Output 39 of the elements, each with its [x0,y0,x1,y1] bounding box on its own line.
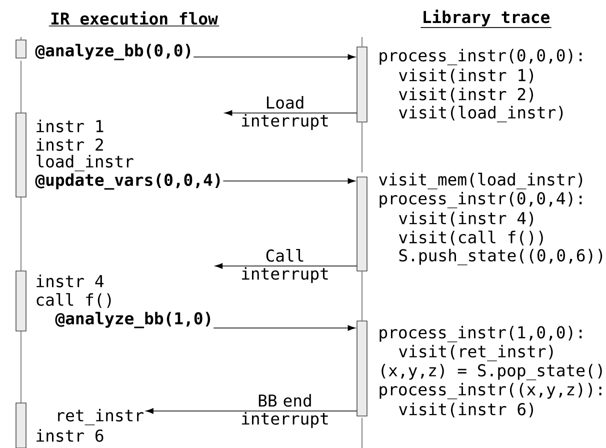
code-line: visit(instr 2) [399,88,533,102]
arrow [222,178,356,184]
code-line: visit(call f()) [399,230,543,246]
code-line: ret_instr [58,408,144,426]
code-line: (x,y,z) = S.pop_state() [382,364,602,380]
lifeline [20,60,22,114]
code-line: @analyze_bb(0,0) [35,44,190,60]
code-line: process_instr((x,y,z)): [380,382,602,400]
code-line: S.push_state((0,0,6)) [399,248,602,266]
edge-label: Load interrupt [242,96,328,130]
code-line: process_instr(0,0,0): [380,48,582,66]
code-line: process_instr(1,0,0): [380,326,582,342]
column-title: IR execution flow [48,11,220,26]
code-line: visit(instr 1) [399,68,533,84]
code-line: @update_vars(0,0,4) [35,173,220,190]
code-line: visit(load_instr) [399,106,563,122]
code-line: visit_mem(load_instr) [379,172,582,190]
arrow [213,325,356,331]
lifeline [20,330,22,404]
edge-label: BB end interrupt [242,394,328,428]
lifeline [20,36,22,40]
code-line: @analyze_bb(1,0) [55,312,210,328]
code-line: visit(ret_instr) [399,344,553,362]
code-line: visit(instr 6) [399,402,533,418]
arrow [146,408,358,414]
arrow [224,110,358,116]
arrow [215,263,358,269]
column-title: Library trace [420,10,552,28]
code-line: visit(instr 4) [399,212,533,226]
code-line: instr 2 [36,138,103,151]
code-line: instr 4 [36,274,104,288]
edge-label: Call interrupt [242,249,328,283]
lifeline [20,196,22,272]
code-line: call f() [36,293,111,308]
code-line: instr 6 [36,429,104,442]
arrow [193,54,356,60]
code-line: process_instr(0,0,4): [380,192,582,208]
code-line: load_instr [36,154,134,172]
code-line: instr 1 [36,120,104,132]
